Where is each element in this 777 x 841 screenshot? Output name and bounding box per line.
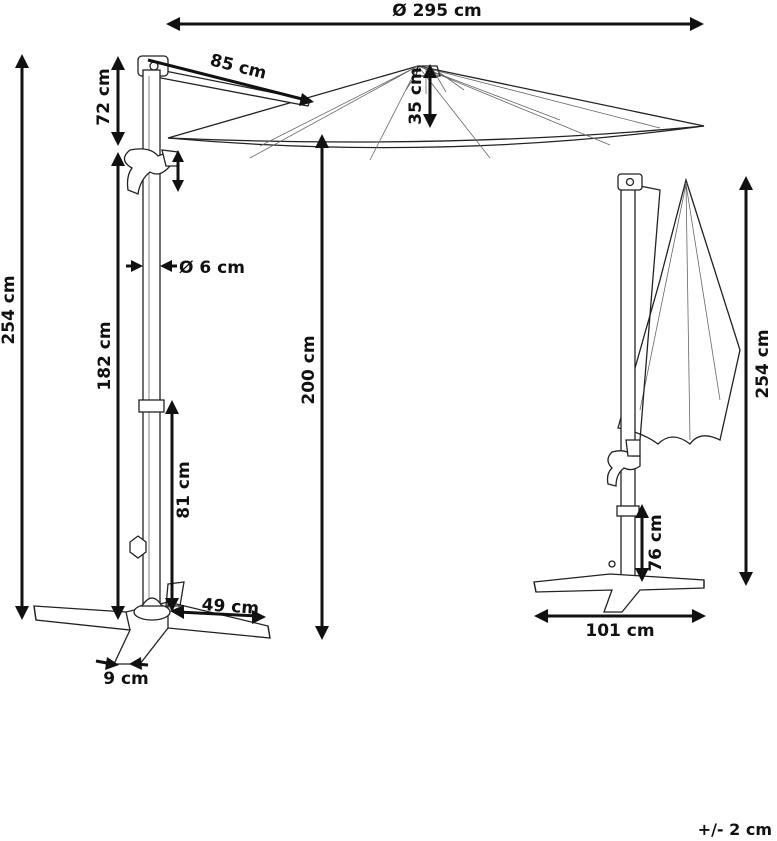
folded-umbrella-drawing — [533, 173, 741, 613]
folded-base — [533, 573, 705, 613]
label-total-height-right: 254 cm — [753, 329, 773, 398]
label-base-arm: 49 cm — [201, 595, 260, 619]
label-pole-diameter: Ø 6 cm — [179, 258, 245, 278]
open-umbrella-drawing — [33, 55, 705, 665]
dimension-lines — [15, 17, 753, 670]
label-base-width: 9 cm — [103, 669, 149, 689]
crank-handle — [123, 148, 171, 195]
canopy — [167, 65, 705, 143]
label-base-span: 101 cm — [585, 621, 654, 641]
label-lower-section: 81 cm — [174, 461, 194, 518]
tolerance-note: +/- 2 cm — [698, 820, 772, 839]
label-clearance: 200 cm — [299, 335, 319, 404]
label-canopy-depth: 35 cm — [406, 67, 426, 124]
label-top-section: 72 cm — [94, 68, 114, 125]
label-folded-lower: 76 cm — [646, 514, 666, 571]
folded-pole — [620, 179, 636, 581]
label-total-height-left: 254 cm — [0, 275, 19, 344]
label-mid-section: 182 cm — [95, 321, 115, 390]
label-canopy-diameter: Ø 295 cm — [392, 1, 482, 21]
